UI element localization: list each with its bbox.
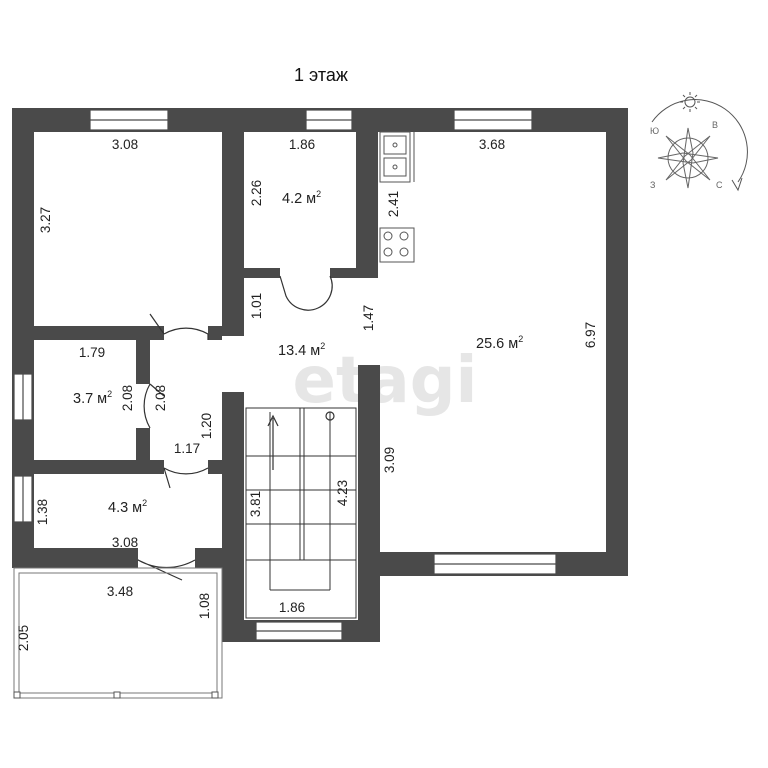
area-bath: 3.7 м2 (73, 389, 112, 407)
dim-stair-width: 1.86 (279, 600, 305, 615)
hall-doorway (222, 336, 244, 392)
sink-icon (379, 131, 411, 183)
compass-letter: В (712, 120, 718, 130)
doors (137, 275, 333, 581)
dim-room1-height: 3.27 (38, 207, 53, 233)
dim-corridor-height: 2.08 (153, 385, 168, 411)
sun-icon (680, 92, 700, 112)
dim-corridor-door: 1.20 (199, 413, 214, 439)
dim-porch-door: 1.08 (197, 593, 212, 619)
compass-letter: С (716, 180, 723, 190)
watermark: etagi (293, 344, 478, 418)
dim-living-lower: 3.09 (382, 447, 397, 473)
compass-rose-icon: В Ю З С (650, 92, 748, 192)
dim-nook-width: 1.86 (289, 137, 315, 152)
compass-letter: Ю (650, 126, 659, 136)
staircase (245, 407, 357, 619)
compass-letter: З (650, 180, 655, 190)
dim-wc-width: 3.08 (112, 535, 138, 550)
dim-living-height: 6.97 (583, 322, 598, 348)
windows (13, 109, 557, 641)
dim-stair-hall: 4.23 (335, 480, 350, 506)
dim-porch-depth: 2.05 (16, 625, 31, 651)
dim-hall-upper: 1.01 (249, 293, 264, 319)
dim-corridor-width: 1.17 (174, 441, 200, 456)
dim-living-width: 3.68 (479, 137, 505, 152)
area-wc: 4.3 м2 (108, 498, 147, 516)
porch-posts (13, 691, 219, 699)
dim-bath-width: 1.79 (79, 345, 105, 360)
dim-bath-height: 2.08 (120, 385, 135, 411)
dim-nook-height: 2.26 (249, 180, 264, 206)
area-kitchen-nook: 4.2 м2 (282, 189, 321, 207)
floor-title: 1 этаж (294, 65, 348, 85)
dim-porch-width: 3.48 (107, 584, 133, 599)
dim-stair-length: 3.81 (248, 491, 263, 517)
dim-hall-opening: 1.47 (361, 305, 376, 331)
dim-kitchen-counter: 2.41 (386, 191, 401, 217)
dim-room1-width: 3.08 (112, 137, 138, 152)
stove-icon (379, 227, 415, 263)
dim-wc-height: 1.38 (35, 499, 50, 525)
area-hall: 13.4 м2 (278, 341, 325, 359)
stair-arrow-icon (267, 411, 335, 470)
area-living: 25.6 м2 (476, 334, 523, 352)
